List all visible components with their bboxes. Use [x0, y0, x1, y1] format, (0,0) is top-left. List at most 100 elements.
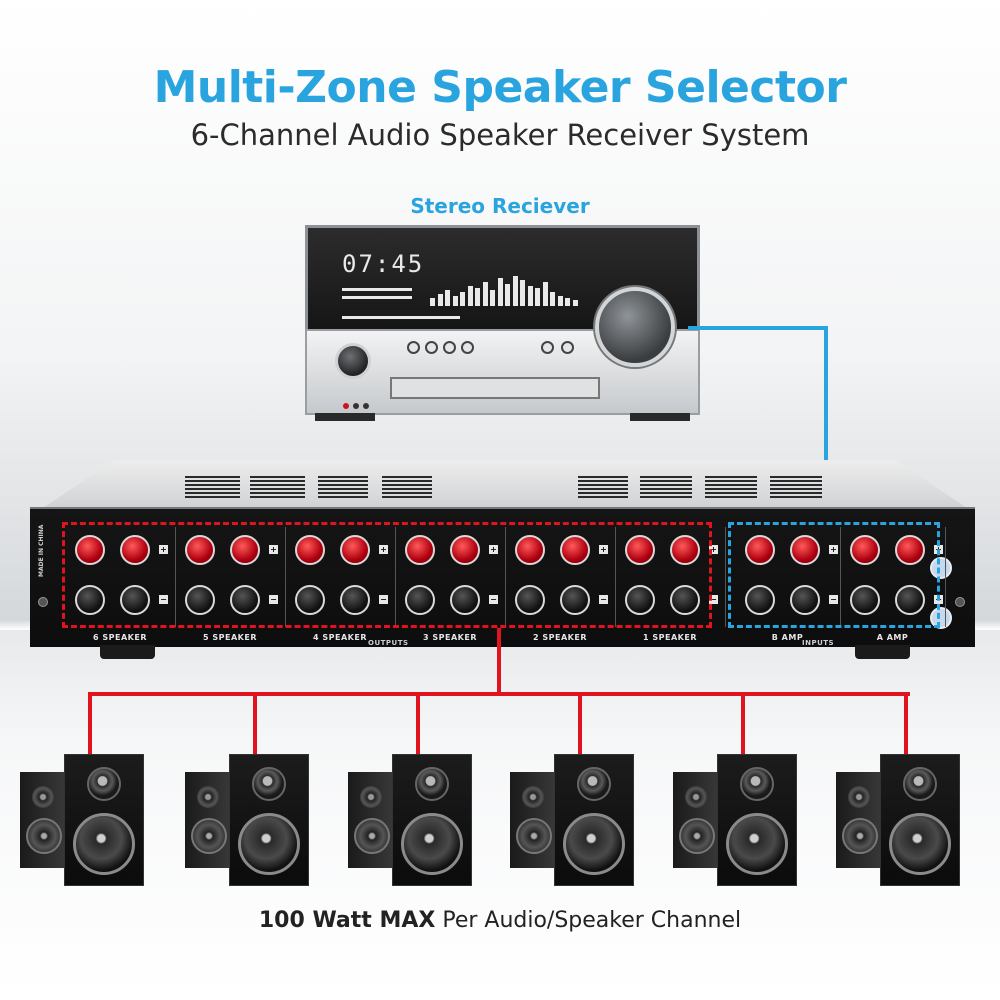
side-woofer — [191, 818, 227, 854]
negative-binding-post[interactable] — [670, 585, 700, 615]
equalizer-bar — [557, 296, 563, 306]
unit-foot — [100, 645, 155, 659]
footer-bold: 100 Watt MAX — [258, 908, 436, 933]
indicator-dot — [353, 403, 359, 409]
output-wire — [253, 692, 257, 754]
negative-binding-post[interactable] — [850, 585, 880, 615]
negative-binding-post[interactable] — [450, 585, 480, 615]
output-wire — [904, 692, 908, 754]
speaker-icon — [185, 750, 315, 890]
speaker-channel: +− — [735, 529, 843, 629]
negative-binding-post[interactable] — [745, 585, 775, 615]
side-tweeter — [685, 786, 707, 808]
equalizer-bar — [452, 296, 458, 306]
negative-binding-post[interactable] — [790, 585, 820, 615]
positive-binding-post[interactable] — [185, 535, 215, 565]
negative-binding-post[interactable] — [625, 585, 655, 615]
receiver-label: Stereo Reciever — [410, 194, 590, 218]
channel-label: 4 SPEAKER — [313, 633, 367, 642]
tweeter — [415, 767, 449, 801]
positive-binding-post[interactable] — [405, 535, 435, 565]
side-woofer — [679, 818, 715, 854]
positive-binding-post[interactable] — [450, 535, 480, 565]
channel-label: 1 SPEAKER — [643, 633, 697, 642]
side-woofer — [516, 818, 552, 854]
selector-front-panel: MADE IN CHINA OUTPUTS INPUTS +−6 SPEAKER… — [30, 507, 975, 647]
channel-divider — [285, 527, 286, 627]
channel-label: 2 SPEAKER — [533, 633, 587, 642]
tweeter — [903, 767, 937, 801]
channel-label: A AMP — [876, 633, 909, 642]
positive-binding-post[interactable] — [120, 535, 150, 565]
outputs-highlight — [62, 522, 712, 628]
negative-binding-post[interactable] — [295, 585, 325, 615]
positive-binding-post[interactable] — [515, 535, 545, 565]
speaker-channel: +− — [505, 529, 613, 629]
equalizer-bar — [542, 282, 548, 306]
speaker-icon — [348, 750, 478, 890]
negative-binding-post[interactable] — [185, 585, 215, 615]
speaker-channel: +− — [65, 529, 173, 629]
positive-binding-post[interactable] — [850, 535, 880, 565]
made-in-label: MADE IN CHINA — [38, 524, 45, 577]
negative-binding-post[interactable] — [75, 585, 105, 615]
side-tweeter — [522, 786, 544, 808]
negative-binding-post[interactable] — [230, 585, 260, 615]
indicator-dot — [363, 403, 369, 409]
positive-binding-post[interactable] — [230, 535, 260, 565]
positive-binding-post[interactable] — [560, 535, 590, 565]
indicator-dot — [343, 403, 349, 409]
input-wire — [824, 326, 828, 522]
woofer — [238, 813, 300, 875]
negative-binding-post[interactable] — [405, 585, 435, 615]
footer-caption: 100 Watt MAX Per Audio/Speaker Channel — [0, 908, 1000, 933]
channel-divider — [395, 527, 396, 627]
positive-binding-post[interactable] — [340, 535, 370, 565]
negative-binding-post[interactable] — [340, 585, 370, 615]
negative-binding-post[interactable] — [895, 585, 925, 615]
channel-divider — [840, 527, 841, 627]
output-wire — [88, 692, 92, 754]
negative-binding-post[interactable] — [560, 585, 590, 615]
equalizer-bar — [512, 276, 518, 306]
plus-mark: + — [599, 545, 608, 554]
receiver-foot — [630, 413, 690, 421]
positive-binding-post[interactable] — [745, 535, 775, 565]
positive-binding-post[interactable] — [625, 535, 655, 565]
negative-binding-post[interactable] — [515, 585, 545, 615]
positive-binding-post[interactable] — [670, 535, 700, 565]
unit-foot — [855, 645, 910, 659]
vent — [578, 476, 628, 498]
speaker-channel: +− — [840, 529, 948, 629]
plus-mark: + — [489, 545, 498, 554]
negative-binding-post[interactable] — [120, 585, 150, 615]
plus-mark: + — [709, 545, 718, 554]
equalizer-bar — [535, 288, 540, 306]
woofer — [889, 813, 951, 875]
positive-binding-post[interactable] — [75, 535, 105, 565]
channel-label: 3 SPEAKER — [423, 633, 477, 642]
receiver-button — [443, 341, 456, 354]
equalizer-bar — [430, 298, 435, 306]
side-tweeter — [197, 786, 219, 808]
plus-mark: + — [159, 545, 168, 554]
positive-binding-post[interactable] — [895, 535, 925, 565]
minus-mark: − — [599, 595, 608, 604]
output-wire — [578, 692, 582, 754]
vent — [770, 476, 822, 498]
speaker-icon — [673, 750, 803, 890]
page-title: Multi-Zone Speaker Selector — [153, 62, 847, 113]
positive-binding-post[interactable] — [295, 535, 325, 565]
positive-binding-post[interactable] — [790, 535, 820, 565]
speaker-channel: +− — [175, 529, 283, 629]
page-subtitle: 6-Channel Audio Speaker Receiver System — [190, 118, 810, 152]
disc-slot — [390, 377, 600, 399]
channel-label: 5 SPEAKER — [203, 633, 257, 642]
channel-label: 6 SPEAKER — [93, 633, 147, 642]
woofer — [73, 813, 135, 875]
speaker-side — [348, 772, 396, 868]
speaker-channel: +− — [285, 529, 393, 629]
stereo-receiver-icon: 07:45 — [305, 225, 700, 421]
speaker-channel: +− — [615, 529, 723, 629]
side-tweeter — [848, 786, 870, 808]
